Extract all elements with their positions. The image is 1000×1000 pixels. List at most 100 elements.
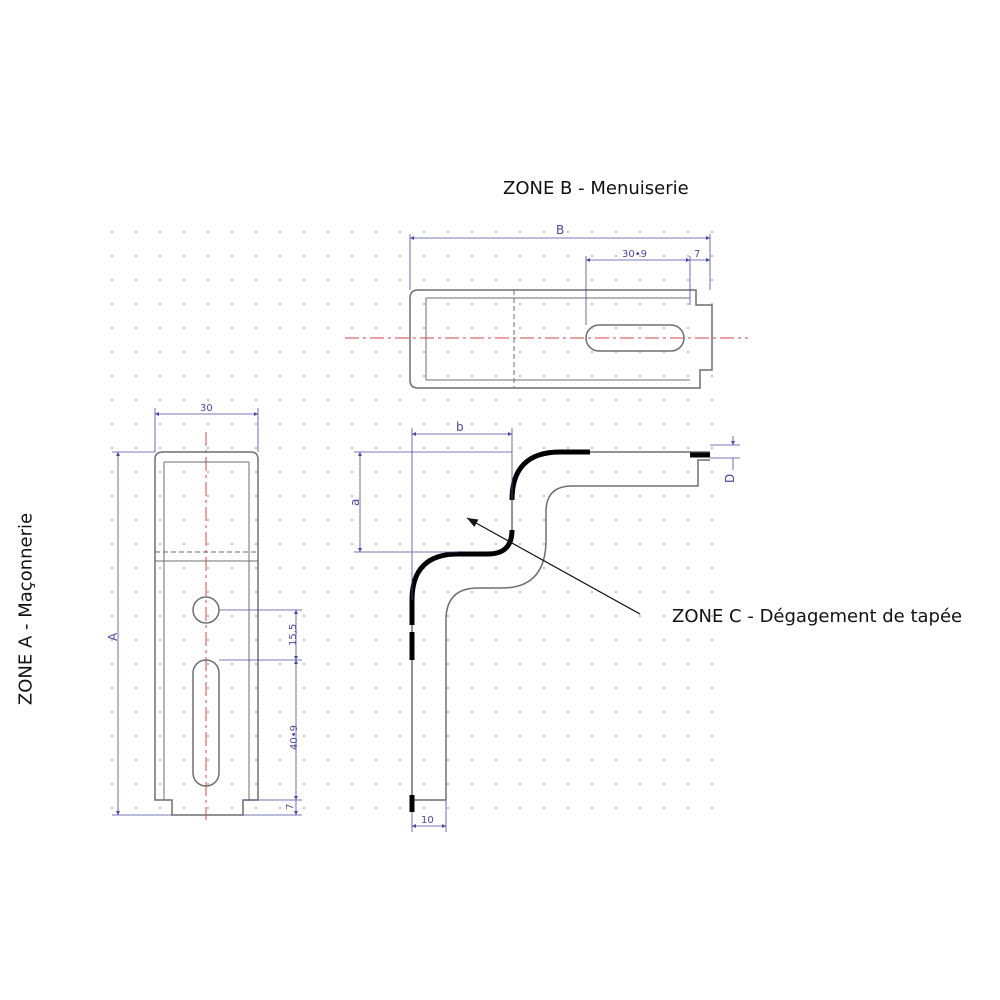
grid-dot xyxy=(542,542,546,546)
grid-dot xyxy=(470,806,474,810)
grid-dot xyxy=(326,446,330,450)
grid-dot xyxy=(302,782,306,786)
grid-dot xyxy=(182,542,186,546)
grid-dot xyxy=(206,662,210,666)
grid-dot xyxy=(422,446,426,450)
grid-dot xyxy=(110,302,114,306)
grid-dot xyxy=(422,590,426,594)
grid-dot xyxy=(134,782,138,786)
grid-dot xyxy=(686,566,690,570)
grid-dot xyxy=(230,302,234,306)
grid-dot xyxy=(518,254,522,258)
grid-dot xyxy=(710,734,714,738)
grid-dot xyxy=(494,734,498,738)
grid-dot xyxy=(230,278,234,282)
grid-dot xyxy=(158,518,162,522)
grid-dot xyxy=(662,398,666,402)
grid-dot xyxy=(230,518,234,522)
grid-dot xyxy=(398,710,402,714)
grid-dot xyxy=(110,542,114,546)
grid-dot xyxy=(326,494,330,498)
grid-dot xyxy=(518,398,522,402)
grid-dot xyxy=(470,374,474,378)
grid-dot xyxy=(638,470,642,474)
grid-dot xyxy=(686,422,690,426)
grid-dot xyxy=(302,230,306,234)
grid-dot xyxy=(134,470,138,474)
grid-dot xyxy=(638,398,642,402)
grid-dot xyxy=(686,662,690,666)
grid-dot xyxy=(638,446,642,450)
grid-dot xyxy=(542,374,546,378)
grid-dot xyxy=(686,734,690,738)
grid-dot xyxy=(542,710,546,714)
grid-dot xyxy=(590,470,594,474)
grid-dot xyxy=(710,494,714,498)
grid-dot xyxy=(518,374,522,378)
grid-dot xyxy=(110,326,114,330)
grid-dot xyxy=(278,614,282,618)
grid-dot xyxy=(566,494,570,498)
grid-dot xyxy=(710,470,714,474)
grid-dot xyxy=(470,278,474,282)
grid-dot xyxy=(230,806,234,810)
grid-dot xyxy=(470,326,474,330)
grid-dot xyxy=(398,446,402,450)
grid-dot xyxy=(134,662,138,666)
grid-dot xyxy=(398,734,402,738)
grid-dot xyxy=(254,374,258,378)
grid-dot xyxy=(134,446,138,450)
grid-dot xyxy=(542,566,546,570)
grid-dot xyxy=(326,542,330,546)
grid-dot xyxy=(470,398,474,402)
grid-dot xyxy=(302,614,306,618)
grid-dot xyxy=(494,782,498,786)
grid-dot xyxy=(206,758,210,762)
grid-dot xyxy=(158,734,162,738)
grid-dot xyxy=(710,758,714,762)
grid-dot xyxy=(158,542,162,546)
grid-dot xyxy=(470,446,474,450)
grid-dot xyxy=(158,710,162,714)
grid-dot xyxy=(614,518,618,522)
grid-dot xyxy=(638,686,642,690)
grid-dot xyxy=(302,302,306,306)
grid-dot xyxy=(134,686,138,690)
grid-dot xyxy=(590,614,594,618)
grid-dot xyxy=(638,662,642,666)
grid-dot xyxy=(350,686,354,690)
grid-dot xyxy=(182,398,186,402)
grid-dot xyxy=(638,278,642,282)
grid-dot xyxy=(110,686,114,690)
grid-dot xyxy=(494,806,498,810)
grid-dot xyxy=(662,734,666,738)
grid-dot xyxy=(470,590,474,594)
grid-dot xyxy=(134,614,138,618)
grid-dot xyxy=(278,326,282,330)
grid-dot xyxy=(110,806,114,810)
grid-dot xyxy=(638,614,642,618)
grid-dot xyxy=(590,590,594,594)
grid-dot xyxy=(254,470,258,474)
grid-dot xyxy=(206,566,210,570)
grid-dot xyxy=(374,230,378,234)
grid-dot xyxy=(398,590,402,594)
grid-dot xyxy=(422,614,426,618)
grid-dot xyxy=(374,350,378,354)
grid-dot xyxy=(446,350,450,354)
grid-dot xyxy=(710,638,714,642)
grid-dot xyxy=(278,638,282,642)
grid-dot xyxy=(254,638,258,642)
grid-dot xyxy=(686,758,690,762)
grid-dot xyxy=(158,686,162,690)
grid-dot xyxy=(542,590,546,594)
grid-dot xyxy=(518,278,522,282)
grid-dot xyxy=(446,518,450,522)
grid-dot xyxy=(686,518,690,522)
grid-dot xyxy=(566,446,570,450)
grid-dot xyxy=(278,446,282,450)
grid-dot xyxy=(302,806,306,810)
grid-dot xyxy=(614,302,618,306)
grid-dot xyxy=(590,374,594,378)
grid-dot xyxy=(398,566,402,570)
